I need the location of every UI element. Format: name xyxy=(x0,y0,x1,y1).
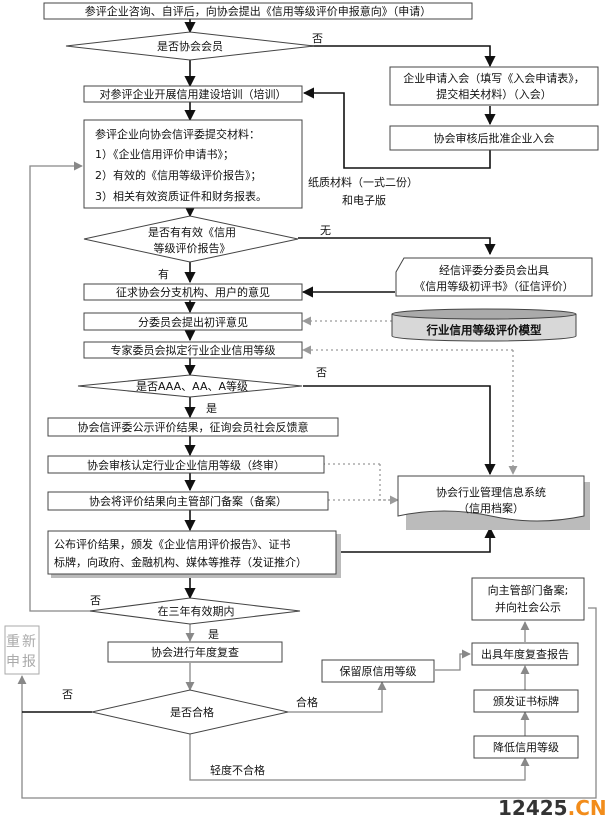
node-apply-intent-text: 参评企业咨询、自评后，向协会提出《信用等级评价申报意向》（申请） xyxy=(85,4,432,18)
node-rating-model: 行业信用等级评价模型 xyxy=(391,308,577,342)
node-join-apply: 企业申请入会（填写《入会申请表》， 提交相关材料）（入会） xyxy=(389,66,599,106)
node-submit-item-1: 1）《企业信用评价申请书》； xyxy=(95,147,234,161)
svg-text:12425.CN: 12425.CN xyxy=(498,796,605,820)
watermark-domain: .CN xyxy=(568,796,605,820)
label-aaa-yes: 是 xyxy=(206,402,217,415)
node-reapply: 重新 申报 xyxy=(4,625,40,675)
node-annual-report: 出具年度复查报告 xyxy=(471,642,579,666)
node-publish-line1: 公布评价结果，颁发《企业信用评价报告》、证书 xyxy=(54,537,291,551)
node-subcommittee-initial: 经信评委分委员会出具 《信用等级初评书》（征信评价） xyxy=(395,257,593,297)
node-final-review: 协会审核认定行业企业信用等级（终审） xyxy=(47,455,325,474)
node-reapply-line2: 申报 xyxy=(6,654,38,670)
node-subcommittee-line2: 《信用等级初评书》（征信评价） xyxy=(414,279,574,293)
node-subcommittee-line1: 经信评委分委员会出具 xyxy=(439,263,549,277)
node-report-competent-line1: 向主管部门备案; xyxy=(488,583,569,597)
node-expert-draft: 专家委员会拟定行业企业信用等级 xyxy=(83,341,303,359)
label-pass-yes: 合格 xyxy=(296,695,318,709)
decision-in-validity: 在三年有效期内 xyxy=(89,597,301,625)
node-filing: 协会将评价结果向主管部门备案（备案） xyxy=(47,491,329,511)
node-submit-title: 参评企业向协会信评委提交材料： xyxy=(95,127,260,141)
node-publicize: 协会信评委公示评价结果，征询会员社会反馈意 xyxy=(47,417,339,437)
node-solicit-text: 征求协会分支机构、用户的意见 xyxy=(116,285,270,299)
node-expert-draft-text: 专家委员会拟定行业企业信用等级 xyxy=(111,343,276,357)
node-reapply-line1: 重新 xyxy=(6,634,38,650)
decision-has-report-line1: 是否有有效《信用 xyxy=(148,225,236,239)
node-solicit-opinions: 征求协会分支机构、用户的意见 xyxy=(83,283,303,301)
decision-is-member-text: 是否协会会员 xyxy=(157,39,223,53)
decision-has-report: 是否有有效《信用 等级评价报告》 xyxy=(83,215,299,263)
label-report-have: 有 xyxy=(158,267,169,281)
node-join-apply-line1: 企业申请入会（填写《入会申请表》， xyxy=(403,71,585,85)
node-training-text: 对参评企业开展信用建设培训（培训） xyxy=(100,87,287,101)
label-minor-fail: 轻度不合格 xyxy=(210,763,265,777)
node-keep-grade: 保留原信用等级 xyxy=(321,659,435,683)
decision-has-report-line2: 等级评价报告》 xyxy=(154,241,231,255)
node-mis-line1: 协会行业管理信息系统 xyxy=(436,485,546,499)
node-lower-grade-text: 降低信用等级 xyxy=(493,740,559,754)
node-issue-cert: 颁发证书标牌 xyxy=(473,689,579,713)
label-pass-no: 否 xyxy=(62,688,73,701)
site-watermark: 12425.CN xyxy=(498,796,605,820)
node-issue-cert-text: 颁发证书标牌 xyxy=(493,694,559,708)
node-submit-item-3: 3）相关有效资质证件和财务报表。 xyxy=(95,189,267,203)
node-join-apply-line2: 提交相关材料）（入会） xyxy=(436,87,552,101)
node-annual-report-text: 出具年度复查报告 xyxy=(481,647,569,661)
node-report-competent-line2: 并向社会公示 xyxy=(495,600,561,614)
note-paper-line1: 纸质材料（一式二份） xyxy=(308,175,418,189)
node-report-competent: 向主管部门备案; 并向社会公示 xyxy=(471,577,585,621)
node-publicize-text: 协会信评委公示评价结果，征询会员社会反馈意 xyxy=(78,420,309,434)
note-paper-line2: 和电子版 xyxy=(342,193,386,207)
node-rating-model-text: 行业信用等级评价模型 xyxy=(426,323,542,337)
decision-is-aaa-text: 是否AAA、AA、A等级 xyxy=(136,379,248,393)
decision-is-aaa: 是否AAA、AA、A等级 xyxy=(77,374,303,398)
label-validity-no: 否 xyxy=(90,594,101,607)
node-apply-intent: 参评企业咨询、自评后，向协会提出《信用等级评价申报意向》（申请） xyxy=(43,2,473,20)
decision-is-pass: 是否合格 xyxy=(91,689,289,735)
node-submit-item-2: 2）有效的《信用等级评价报告》； xyxy=(95,168,262,182)
decision-in-validity-text: 在三年有效期内 xyxy=(158,604,235,618)
node-annual-review-text: 协会进行年度复查 xyxy=(151,645,239,659)
node-initial-opinion: 分委员会提出初评意见 xyxy=(83,312,303,331)
node-final-review-text: 协会审核认定行业企业信用等级（终审） xyxy=(87,458,285,472)
decision-is-member: 是否协会会员 xyxy=(65,31,315,61)
node-lower-grade: 降低信用等级 xyxy=(473,735,579,759)
node-submit-materials: 参评企业向协会信评委提交材料： 1）《企业信用评价申请书》； 2）有效的《信用等… xyxy=(83,119,303,209)
label-validity-yes: 是 xyxy=(208,628,219,641)
node-join-approve: 协会审核后批准企业入会 xyxy=(389,125,599,151)
node-join-approve-text: 协会审核后批准企业入会 xyxy=(434,131,555,145)
node-training: 对参评企业开展信用建设培训（培训） xyxy=(83,85,303,103)
node-mis-line2: （信用档案） xyxy=(458,501,524,515)
watermark-number: 12425 xyxy=(498,796,568,820)
label-aaa-no: 否 xyxy=(316,366,327,379)
label-member-no: 否 xyxy=(312,32,323,45)
node-publish-line2: 标牌，向政府、金融机构、媒体等推荐（发证推介） xyxy=(54,555,307,569)
label-report-none: 无 xyxy=(320,224,331,237)
decision-is-pass-text: 是否合格 xyxy=(170,705,214,719)
node-annual-review: 协会进行年度复查 xyxy=(107,641,283,663)
node-filing-text: 协会将评价结果向主管部门备案（备案） xyxy=(89,494,287,508)
node-keep-grade-text: 保留原信用等级 xyxy=(340,664,417,678)
node-initial-opinion-text: 分委员会提出初评意见 xyxy=(138,315,248,329)
node-publish: 公布评价结果，颁发《企业信用评价报告》、证书 标牌，向政府、金融机构、媒体等推荐… xyxy=(47,530,341,578)
node-management-system: 协会行业管理信息系统 （信用档案） xyxy=(397,475,590,530)
connectors xyxy=(17,19,597,799)
